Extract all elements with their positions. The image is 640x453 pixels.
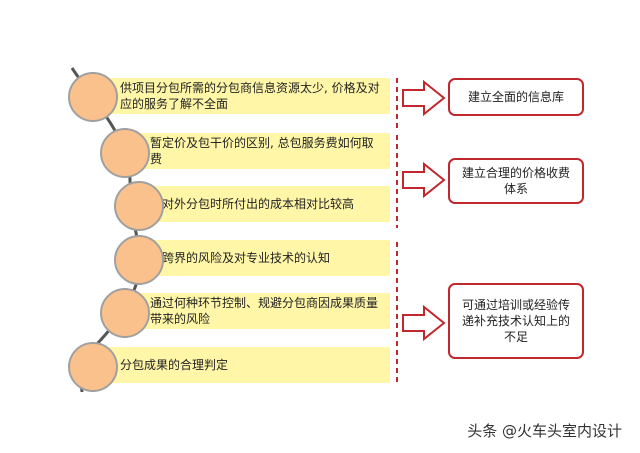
problem-text-6: 分包成果的合理判定 [120,358,229,372]
solution-box-3: 可通过培训或经验传递补充技术认知上的不足 [448,283,584,359]
problem-bar-6: 分包成果的合理判定 [100,347,390,383]
step-circle-4 [114,235,164,285]
problem-bar-4: 跨界的风险及对专业技术的认知 [140,240,390,276]
problem-text-3: 对外分包时所付出的成本相对比较高 [162,197,355,211]
solution-text-3: 可通过培训或经验传递补充技术认知上的不足 [461,298,570,344]
solution-box-1: 建立全面的信息库 [448,78,584,116]
solution-text-2: 建立合理的价格收费体系 [461,166,570,196]
problem-bar-3: 对外分包时所付出的成本相对比较高 [140,186,390,222]
step-circle-1 [68,72,118,122]
watermark: 头条 @火车头室内设计 [467,422,622,440]
arrow-3 [402,304,446,342]
step-circle-6 [68,342,118,392]
problem-bar-1: 供项目分包所需的分包商信息资源太少, 价格及对应的服务了解不全面 [100,78,390,114]
step-circle-5 [100,288,150,338]
problem-text-2: 暂定价及包干价的区别, 总包服务费如何取费 [150,136,374,166]
step-circle-2 [100,128,150,178]
arrow-2 [402,161,446,199]
problem-text-5: 通过何种环节控制、规避分包商因成果质量带来的风险 [150,296,379,326]
solution-text-1: 建立全面的信息库 [467,90,564,104]
arrow-1 [402,79,446,117]
step-circle-3 [114,181,164,231]
solution-box-2: 建立合理的价格收费体系 [448,158,584,204]
problem-bar-2: 暂定价及包干价的区别, 总包服务费如何取费 [128,133,390,169]
problem-bar-5: 通过何种环节控制、规避分包商因成果质量带来的风险 [128,293,390,329]
problem-text-4: 跨界的风险及对专业技术的认知 [162,251,331,265]
problem-text-1: 供项目分包所需的分包商信息资源太少, 价格及对应的服务了解不全面 [120,81,380,111]
